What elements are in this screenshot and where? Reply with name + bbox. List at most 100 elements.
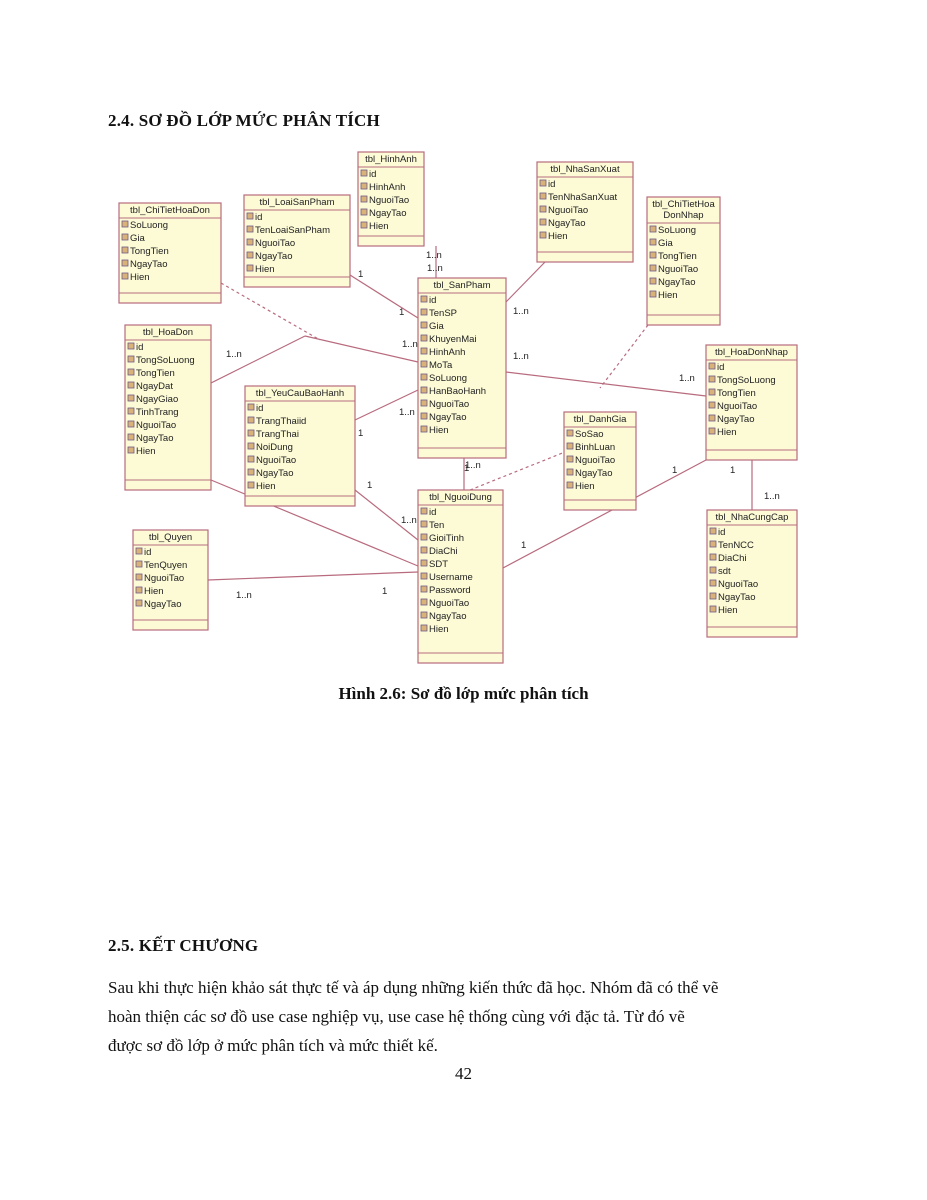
attribute-label: HinhAnh [429, 347, 465, 358]
attribute-icon [420, 321, 428, 329]
attribute-icon [135, 573, 143, 581]
attribute-label: NgayTao [136, 433, 174, 444]
attribute-icon [135, 547, 143, 555]
attribute-label: Hien [136, 446, 156, 457]
attribute-icon [121, 272, 129, 280]
attribute-label: NgayTao [130, 259, 168, 270]
attribute-icon [420, 598, 428, 606]
dependency-line [220, 282, 321, 341]
section-heading-2-4: 2.4. SƠ ĐỒ LỚP MỨC PHÂN TÍCH [108, 111, 380, 130]
attribute-icon [135, 586, 143, 594]
attribute-icon [247, 481, 255, 489]
attribute-label: Hien [429, 425, 449, 436]
class-box-frame [132, 529, 209, 631]
attribute-label: NgayDat [136, 381, 173, 392]
attribute-icon [246, 264, 254, 272]
class-box: tbl_NguoiDungidTenGioiTinhDiaChiSDTUsern… [417, 489, 504, 664]
attribute-label: NguoiTao [144, 573, 184, 584]
class-box-frame [705, 344, 798, 461]
attribute-label: Hien [369, 221, 389, 232]
attribute-label: TongSoLuong [717, 375, 776, 386]
attribute-icon [247, 416, 255, 424]
class-name: tbl_YeuCauBaoHanh [256, 388, 344, 399]
attribute-label: NgayTao [144, 599, 182, 610]
attribute-label: NgayTao [369, 208, 407, 219]
attribute-label: NguoiTao [548, 205, 588, 216]
attribute-icon [420, 546, 428, 554]
attribute-label: Gia [130, 233, 146, 244]
conclusion-line: Sau khi thực hiện khảo sát thực tế và áp… [108, 978, 719, 997]
attribute-label: SoLuong [658, 225, 696, 236]
attribute-label: KhuyenMai [429, 334, 477, 345]
class-box-frame [244, 385, 356, 507]
attribute-label: NoiDung [256, 442, 293, 453]
dependency-line [599, 324, 649, 389]
multiplicity-label: 1..n [399, 407, 415, 418]
attribute-icon [360, 195, 368, 203]
association-line [354, 389, 419, 421]
attribute-label: TenSP [429, 308, 457, 319]
section-heading-2-5: 2.5. KẾT CHƯƠNG [108, 936, 259, 955]
attribute-icon [566, 442, 574, 450]
attribute-icon [708, 388, 716, 396]
class-box-frame [536, 161, 634, 263]
attribute-label: Hien [575, 481, 595, 492]
attribute-label: id [144, 547, 151, 558]
attribute-label: NguoiTao [255, 238, 295, 249]
attribute-icon [420, 360, 428, 368]
attribute-label: TinhTrang [136, 407, 179, 418]
attribute-icon [709, 605, 717, 613]
attribute-icon [127, 368, 135, 376]
attribute-label: TongSoLuong [136, 355, 195, 366]
attribute-label: id [256, 403, 263, 414]
attribute-icon [121, 259, 129, 267]
attribute-label: NgayTao [256, 468, 294, 479]
attribute-label: DiaChi [718, 553, 747, 564]
attribute-icon [127, 394, 135, 402]
attribute-label: NguoiTao [429, 598, 469, 609]
conclusion-line: được sơ đồ lớp ở mức phân tích và mức th… [108, 1036, 438, 1055]
attribute-label: NguoiTao [658, 264, 698, 275]
class-box-frame [563, 411, 637, 511]
attribute-icon [121, 233, 129, 241]
attribute-label: MoTa [429, 360, 453, 371]
attribute-label: NguoiTao [429, 399, 469, 410]
attribute-icon [420, 533, 428, 541]
attribute-icon [247, 455, 255, 463]
class-box-frame [417, 277, 507, 459]
multiplicity-label: 1 [521, 540, 526, 551]
attribute-label: Gia [429, 321, 445, 332]
attribute-icon [247, 403, 255, 411]
attribute-label: NgayTao [255, 251, 293, 262]
attribute-label: NgayTao [429, 611, 467, 622]
attribute-icon [127, 355, 135, 363]
attribute-label: Password [429, 585, 471, 596]
class-box: tbl_NhaSanXuatidTenNhaSanXuatNguoiTaoNga… [536, 161, 634, 263]
multiplicity-label: 1 [367, 480, 372, 491]
attribute-icon [360, 169, 368, 177]
attribute-label: id [718, 527, 725, 538]
attribute-label: TongTien [717, 388, 756, 399]
class-name: tbl_ChiTietHoaDon [130, 205, 210, 216]
attribute-label: id [429, 295, 436, 306]
attribute-icon [420, 308, 428, 316]
attribute-label: SoLuong [429, 373, 467, 384]
attribute-icon [649, 238, 657, 246]
class-box-frame [357, 151, 425, 247]
attribute-icon [121, 246, 129, 254]
attribute-icon [360, 221, 368, 229]
multiplicity-label: 1..n [764, 491, 780, 502]
attribute-label: Hien [658, 290, 678, 301]
attribute-label: Hien [255, 264, 275, 275]
attribute-icon [246, 225, 254, 233]
attribute-label: SoLuong [130, 220, 168, 231]
attribute-label: NguoiTao [136, 420, 176, 431]
attribute-icon [360, 182, 368, 190]
attribute-label: GioiTinh [429, 533, 464, 544]
multiplicity-label: 1..n [427, 263, 443, 274]
attribute-label: TenQuyen [144, 560, 187, 571]
attribute-label: HinhAnh [369, 182, 405, 193]
attribute-icon [539, 192, 547, 200]
class-name: tbl_ChiTietHoa [652, 199, 715, 210]
